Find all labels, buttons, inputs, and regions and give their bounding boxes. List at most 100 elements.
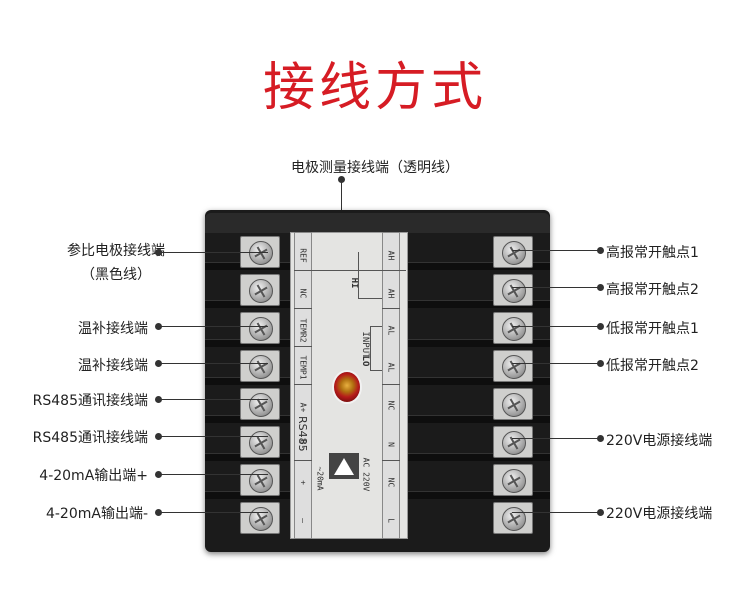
terminal-right-5 bbox=[493, 388, 533, 420]
screw-icon bbox=[249, 279, 273, 303]
strip-label-nc-r2: NC bbox=[386, 477, 396, 488]
warning-triangle-icon bbox=[334, 458, 354, 475]
plate-line bbox=[370, 370, 382, 371]
label-temp-comp-1: 温补接线端 bbox=[78, 321, 148, 337]
terminal-right-3 bbox=[493, 312, 533, 344]
strip-label-ref: REF bbox=[298, 248, 308, 263]
leader-line bbox=[158, 252, 268, 253]
strip-label-al-2: AL bbox=[386, 362, 396, 373]
screw-icon bbox=[502, 393, 526, 417]
strip-label-nc-r1: NC bbox=[386, 400, 396, 411]
screw-icon bbox=[249, 393, 273, 417]
leader-line bbox=[512, 287, 600, 288]
leader-line bbox=[512, 326, 600, 327]
leader-line bbox=[158, 436, 268, 437]
strip-label-ah-1: AH bbox=[386, 250, 396, 261]
terminal-left-3 bbox=[240, 312, 280, 344]
screw-icon bbox=[249, 241, 273, 265]
label-reference-electrode: 参比电极接线端 bbox=[67, 243, 165, 259]
terminal-right-7 bbox=[493, 464, 533, 496]
divider bbox=[294, 270, 406, 271]
leader-line bbox=[158, 474, 268, 475]
divider bbox=[294, 346, 312, 347]
terminal-right-4 bbox=[493, 350, 533, 382]
strip-label-minus: — bbox=[298, 518, 308, 523]
leader-dot bbox=[597, 509, 604, 516]
plate-lo: LO bbox=[360, 355, 370, 367]
label-high-alarm-1: 高报常开触点1 bbox=[606, 245, 699, 261]
screw-icon bbox=[249, 507, 273, 531]
leader-line bbox=[158, 326, 268, 327]
terminal-right-2 bbox=[493, 274, 533, 306]
label-220v-1: 220V电源接线端 bbox=[606, 433, 713, 449]
electrode-connector-icon bbox=[332, 370, 362, 404]
divider bbox=[382, 460, 400, 461]
leader-dot bbox=[597, 323, 604, 330]
label-high-alarm-2: 高报常开触点2 bbox=[606, 282, 699, 298]
strip-label-l: L bbox=[386, 518, 396, 523]
strip-label-temp1: TEMP1 bbox=[298, 355, 308, 380]
screw-icon bbox=[502, 431, 526, 455]
screw-icon bbox=[502, 241, 526, 265]
plate-line bbox=[370, 326, 382, 327]
strip-label-nc: NC bbox=[298, 288, 308, 299]
leader-dot bbox=[597, 435, 604, 442]
screw-icon bbox=[249, 469, 273, 493]
page-title: 接线方式 bbox=[262, 58, 487, 118]
leader-line bbox=[158, 399, 268, 400]
terminal-left-1 bbox=[240, 236, 280, 268]
label-4-20ma-plus: 4-20mA输出端+ bbox=[39, 468, 148, 484]
label-reference-electrode-sub: （黑色线） bbox=[81, 267, 151, 283]
label-220v-2: 220V电源接线端 bbox=[606, 506, 713, 522]
screw-icon bbox=[502, 469, 526, 493]
terminal-left-2 bbox=[240, 274, 280, 306]
plate-line bbox=[358, 298, 382, 299]
plate-ac220: AC 220V bbox=[361, 457, 371, 492]
terminal-left-6 bbox=[240, 426, 280, 458]
plate-line bbox=[358, 252, 359, 298]
leader-dot bbox=[597, 360, 604, 367]
divider bbox=[294, 460, 312, 461]
screw-icon bbox=[249, 355, 273, 379]
device-top-rim bbox=[205, 213, 550, 233]
label-rs485-2: RS485通讯接线端 bbox=[32, 430, 148, 446]
divider bbox=[382, 308, 400, 309]
screw-icon bbox=[502, 355, 526, 379]
strip-label-ah-2: AH bbox=[386, 288, 396, 299]
divider bbox=[294, 308, 312, 309]
terminal-left-7 bbox=[240, 464, 280, 496]
leader-dot bbox=[597, 247, 604, 254]
divider bbox=[382, 384, 400, 385]
label-low-alarm-2: 低报常开触点2 bbox=[606, 358, 699, 374]
terminal-right-6 bbox=[493, 426, 533, 458]
label-low-alarm-1: 低报常开触点1 bbox=[606, 321, 699, 337]
label-temp-comp-2: 温补接线端 bbox=[78, 358, 148, 374]
terminal-left-8 bbox=[240, 502, 280, 534]
terminal-right-8 bbox=[493, 502, 533, 534]
screw-icon bbox=[249, 431, 273, 455]
screw-icon bbox=[502, 279, 526, 303]
strip-label-al-1: AL bbox=[386, 325, 396, 336]
label-4-20ma-minus: 4-20mA输出端- bbox=[45, 506, 148, 522]
leader-line bbox=[341, 178, 342, 220]
terminal-left-5 bbox=[240, 388, 280, 420]
leader-line bbox=[158, 363, 268, 364]
screw-icon bbox=[249, 317, 273, 341]
leader-line bbox=[512, 363, 600, 364]
divider bbox=[294, 384, 312, 385]
leader-line bbox=[512, 438, 600, 439]
screw-icon bbox=[502, 507, 526, 531]
plate-rs485: RS485 bbox=[296, 416, 309, 452]
leader-dot bbox=[597, 284, 604, 291]
strip-label-n: N bbox=[386, 442, 396, 447]
terminal-right-1 bbox=[493, 236, 533, 268]
leader-line bbox=[512, 512, 600, 513]
strip-label-plus: + bbox=[298, 480, 308, 485]
electrode-measure-label: 电极测量接线端（透明线） bbox=[291, 160, 459, 176]
strip-label-temr2: TEMR2 bbox=[298, 318, 308, 343]
terminal-left-4 bbox=[240, 350, 280, 382]
leader-line bbox=[158, 512, 268, 513]
label-rs485-1: RS485通讯接线端 bbox=[32, 393, 148, 409]
leader-line bbox=[512, 250, 600, 251]
screw-icon bbox=[502, 317, 526, 341]
